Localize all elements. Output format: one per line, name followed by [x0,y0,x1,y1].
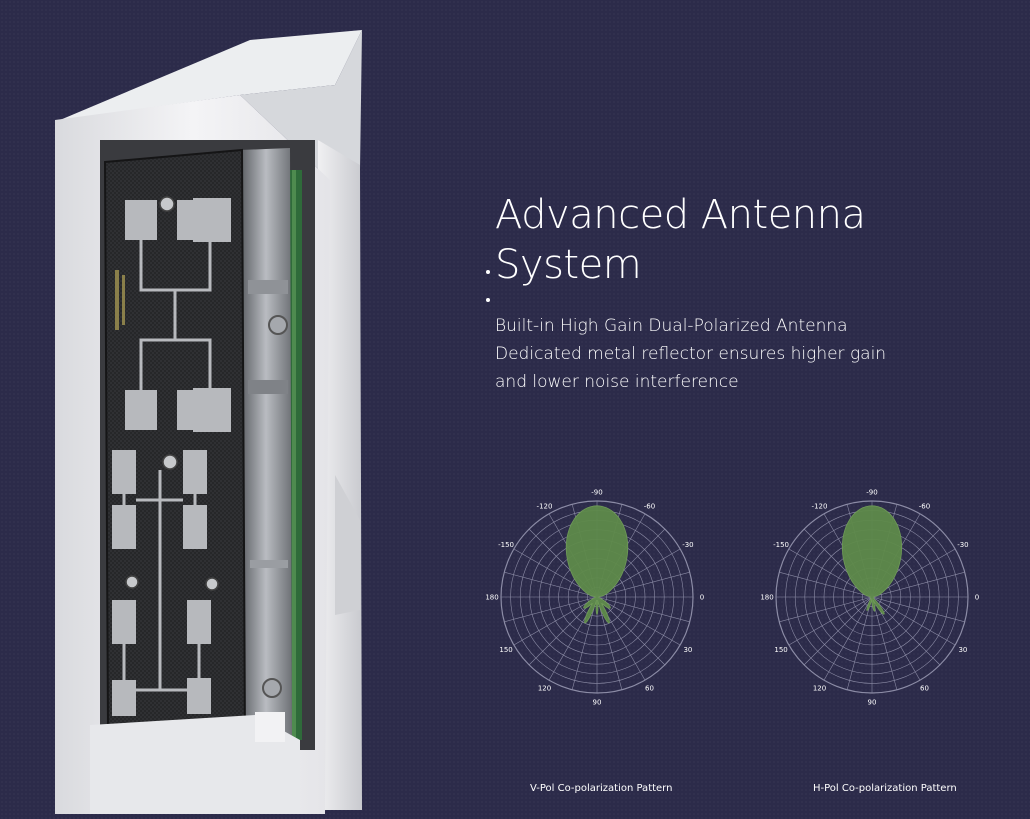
angle-tick-label: -30 [682,541,693,549]
radiation-pattern [841,505,903,615]
v-pol-caption: V-Pol Co-polarization Pattern [530,783,673,794]
angle-tick-label: 0 [700,594,704,602]
polar-grid-spoke [803,596,873,666]
angle-tick-label: 60 [645,684,654,692]
feature-item: Dedicated metal reflector ensures higher… [495,344,887,364]
feature-list: Built-in High Gain Dual-Polarized Antenn… [495,312,886,396]
polar-grid-spoke [871,596,941,666]
feature-item: Built-in High Gain Dual-Polarized Antenn… [495,316,848,336]
bullet-dot-icon [486,270,490,274]
headline: Advanced Antenna System [495,190,866,290]
angle-tick-label: 180 [760,594,773,602]
polar-grid-spoke [871,596,965,623]
v-pol-polar-svg: -90 -60 -30 0 30 60 90 120 150 180 -150 -120 [485,489,704,707]
bullet-dot-icon [486,298,490,302]
polar-grid-spoke [571,596,598,690]
polar-grid-spoke [596,596,623,690]
polar-grid-spoke [871,596,898,690]
polar-grid-spoke [871,571,965,598]
polar-grid-spoke [513,596,598,646]
angle-tick-label: 30 [683,646,692,654]
angle-tick-label: -120 [537,503,553,511]
angle-tick-label: -120 [812,503,828,511]
angle-tick-label: -150 [498,541,514,549]
feature-item: and lower noise interference [495,372,739,392]
headline-line-1: Advanced Antenna [495,192,866,238]
angle-tick-label: 180 [485,594,498,602]
angle-tick-label: 120 [538,684,551,692]
polar-grid-spoke [871,596,956,646]
h-pol-caption: H-Pol Co-polarization Pattern [813,783,957,794]
antenna-product-image [0,0,430,814]
polar-grid-spoke [823,596,873,681]
headline-line-2: System [495,242,642,288]
angle-tick-label: 150 [499,646,512,654]
polar-grid-spoke [596,596,690,623]
polar-grid-spoke [596,596,681,646]
angle-tick-label: 60 [920,684,929,692]
v-pol-polar-chart: -90 -60 -30 0 30 60 90 120 150 180 -150 -120 [485,489,704,707]
angle-tick-label: -60 [919,503,930,511]
angle-tick-label: -90 [591,489,602,497]
h-pol-polar-svg: -90 -60 -30 0 30 60 90 120 150 180 -150 -120 [760,489,979,707]
polar-grid-spoke [504,596,598,623]
radiation-pattern [565,505,629,624]
angle-tick-label: 90 [868,699,877,707]
angle-tick-label: -30 [957,541,968,549]
polar-grid-spoke [779,596,873,623]
angle-tick-label: 120 [813,684,826,692]
polar-grid-spoke [779,571,873,598]
angle-tick-label: -90 [866,489,877,497]
polar-grid-spoke [504,571,598,598]
h-pol-polar-chart: -90 -60 -30 0 30 60 90 120 150 180 -150 -120 [760,489,979,707]
angle-tick-label: -150 [773,541,789,549]
angle-tick-label: -60 [644,503,655,511]
angle-tick-label: 150 [774,646,787,654]
angle-tick-label: 30 [958,646,967,654]
angle-tick-label: 0 [975,594,979,602]
polar-grid-spoke [846,596,873,690]
polar-grid-spoke [788,596,873,646]
polar-grid-spoke [596,571,690,598]
angle-tick-label: 90 [593,699,602,707]
